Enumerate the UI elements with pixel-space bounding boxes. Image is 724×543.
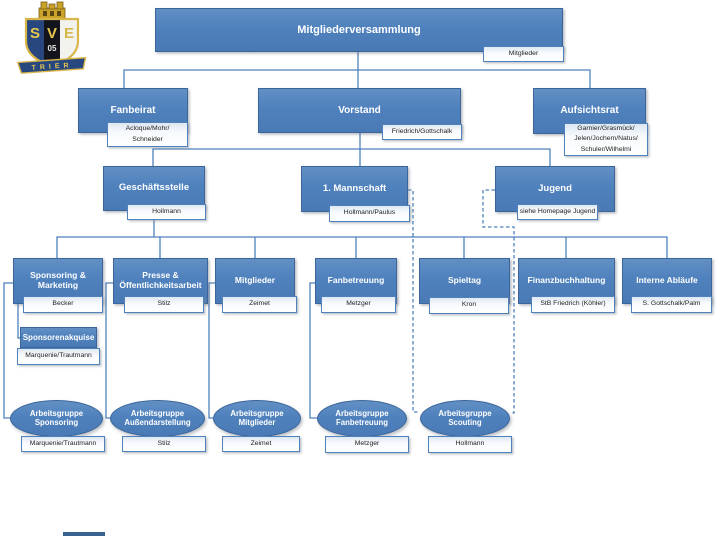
oval-arbeitsgruppe-aussendarstellung: Arbeitsgruppe Außendarstellung (110, 400, 205, 437)
porta-nigra-icon (38, 1, 66, 21)
name-tag-ag-mitglieder: Zeimet (222, 436, 300, 452)
trier-banner: TRIER (16, 56, 87, 74)
oval-arbeitsgruppe-scouting: Arbeitsgruppe Scouting (420, 400, 510, 437)
svg-text:TRIER: TRIER (31, 62, 72, 72)
oval-arbeitsgruppe-sponsoring: Arbeitsgruppe Sponsoring (10, 400, 103, 437)
oval-arbeitsgruppe-mitglieder: Arbeitsgruppe Mitglieder (213, 400, 301, 437)
svg-text:05: 05 (48, 44, 57, 53)
name-tag-marquenie-trautmann: Marquenie/Trautmann (17, 348, 100, 365)
name-tag-1-mannschaft: Hollmann/Paulus (329, 205, 410, 222)
name-tag-becker: Becker (23, 296, 103, 313)
org-box-sponsorenakquise: Sponsorenakquise (20, 327, 97, 348)
name-tag-vorstand: Friedrich/Gottschalk (382, 124, 462, 140)
name-tag-gottschalk-palm: S. Gottschalk/Palm (631, 296, 712, 313)
name-tag-geschaeftsstelle: Hollmann (127, 204, 206, 220)
name-tag-fanbeirat: Acloque/Mohr/ Schneider (107, 122, 188, 147)
club-crest-logo: SVE S V E 05 TRIER (16, 1, 87, 74)
svg-text:S: S (30, 25, 40, 42)
org-box-1-mannschaft: 1. Mannschaft (301, 166, 408, 212)
oval-arbeitsgruppe-fanbetreuung: Arbeitsgruppe Fanbetreuung (317, 400, 407, 437)
name-tag-jugend: siehe Homepage Jugend (517, 204, 598, 220)
name-tag-aufsichtsrat: Garnier/Grasmück/ Jelen/Jochem/Natus/ Sc… (564, 123, 648, 156)
name-tag-metzger: Metzger (321, 296, 396, 313)
name-tag-mitglieder: Mitglieder (483, 46, 564, 62)
dashed-link-mannschaft-scouting (408, 189, 420, 413)
dashed-link-jugend-scouting (482, 189, 515, 414)
name-tag-stilz: Stilz (124, 296, 204, 313)
org-box-geschaeftsstelle: Geschäftsstelle (103, 166, 205, 211)
org-box-spieltag: Spieltag (419, 258, 510, 304)
name-tag-ag-scouting: Hollmann (428, 436, 512, 453)
svg-text:V: V (47, 25, 57, 42)
name-tag-zeimet: Zeimet (222, 296, 297, 313)
org-box-mitgliederversammlung: Mitgliederversammlung (155, 8, 563, 52)
name-tag-ag-aussendarstellung: Stilz (122, 436, 206, 452)
footer-accent-bar (63, 532, 105, 536)
name-tag-stb-friedrich: StB Friedrich (Köhler) (531, 296, 615, 313)
name-tag-kron: Kron (429, 297, 509, 314)
svg-text:E: E (64, 25, 74, 42)
name-tag-ag-sponsoring: Marquenie/Trautmann (21, 436, 105, 452)
name-tag-ag-fanbetreuung: Metzger (325, 436, 409, 453)
